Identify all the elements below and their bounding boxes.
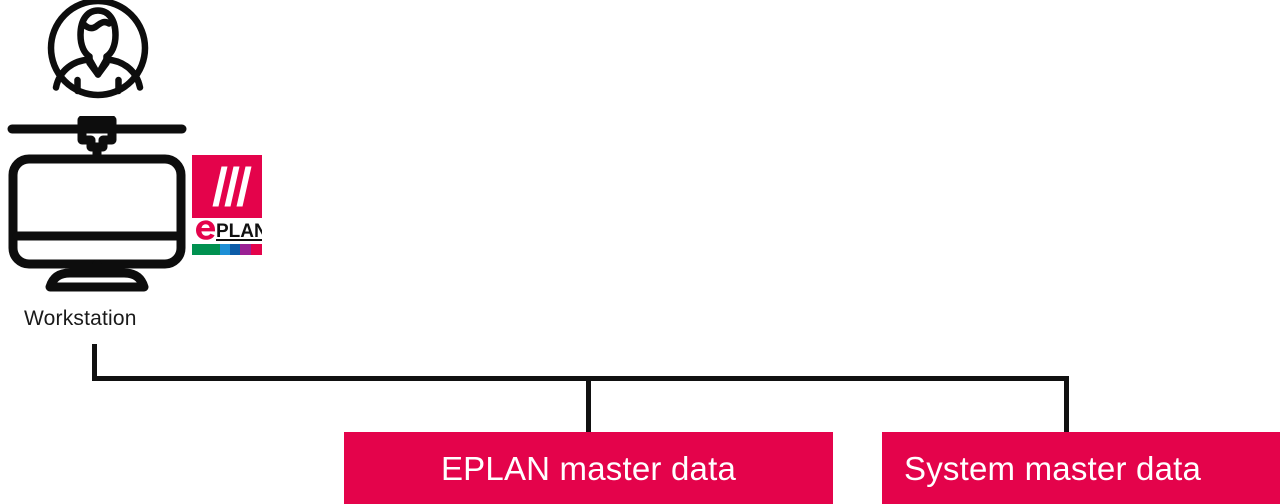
logo-bar-dark-blue: [229, 244, 241, 255]
connector-drop-system-master-data: [1064, 376, 1069, 434]
eplan-logo-color-bars: [192, 244, 262, 255]
eplan-wordmark-text: PLAN: [216, 221, 262, 241]
eplan-logo: PLAN: [192, 155, 262, 256]
node-eplan-master-data[interactable]: EPLAN master data: [344, 432, 833, 504]
eplan-logo-wordmark: PLAN: [196, 220, 262, 241]
connector-bus-horizontal: [92, 376, 1069, 381]
workstation-label: Workstation: [24, 307, 137, 330]
logo-bar-light-blue: [220, 244, 230, 255]
logo-bar-purple: [240, 244, 251, 255]
user-avatar-icon: [47, 0, 149, 100]
node-system-master-data-label: System master data: [904, 449, 1202, 487]
node-system-master-data[interactable]: System master data: [882, 432, 1280, 504]
connector-stem-vertical: [92, 344, 97, 381]
connector-drop-eplan-master-data: [586, 376, 591, 434]
node-eplan-master-data-label: EPLAN master data: [440, 449, 737, 487]
logo-bar-pink: [250, 244, 262, 255]
desktop-monitor-icon: [6, 115, 188, 292]
eplan-logo-mark: [192, 155, 262, 218]
logo-bar-green: [192, 244, 220, 255]
